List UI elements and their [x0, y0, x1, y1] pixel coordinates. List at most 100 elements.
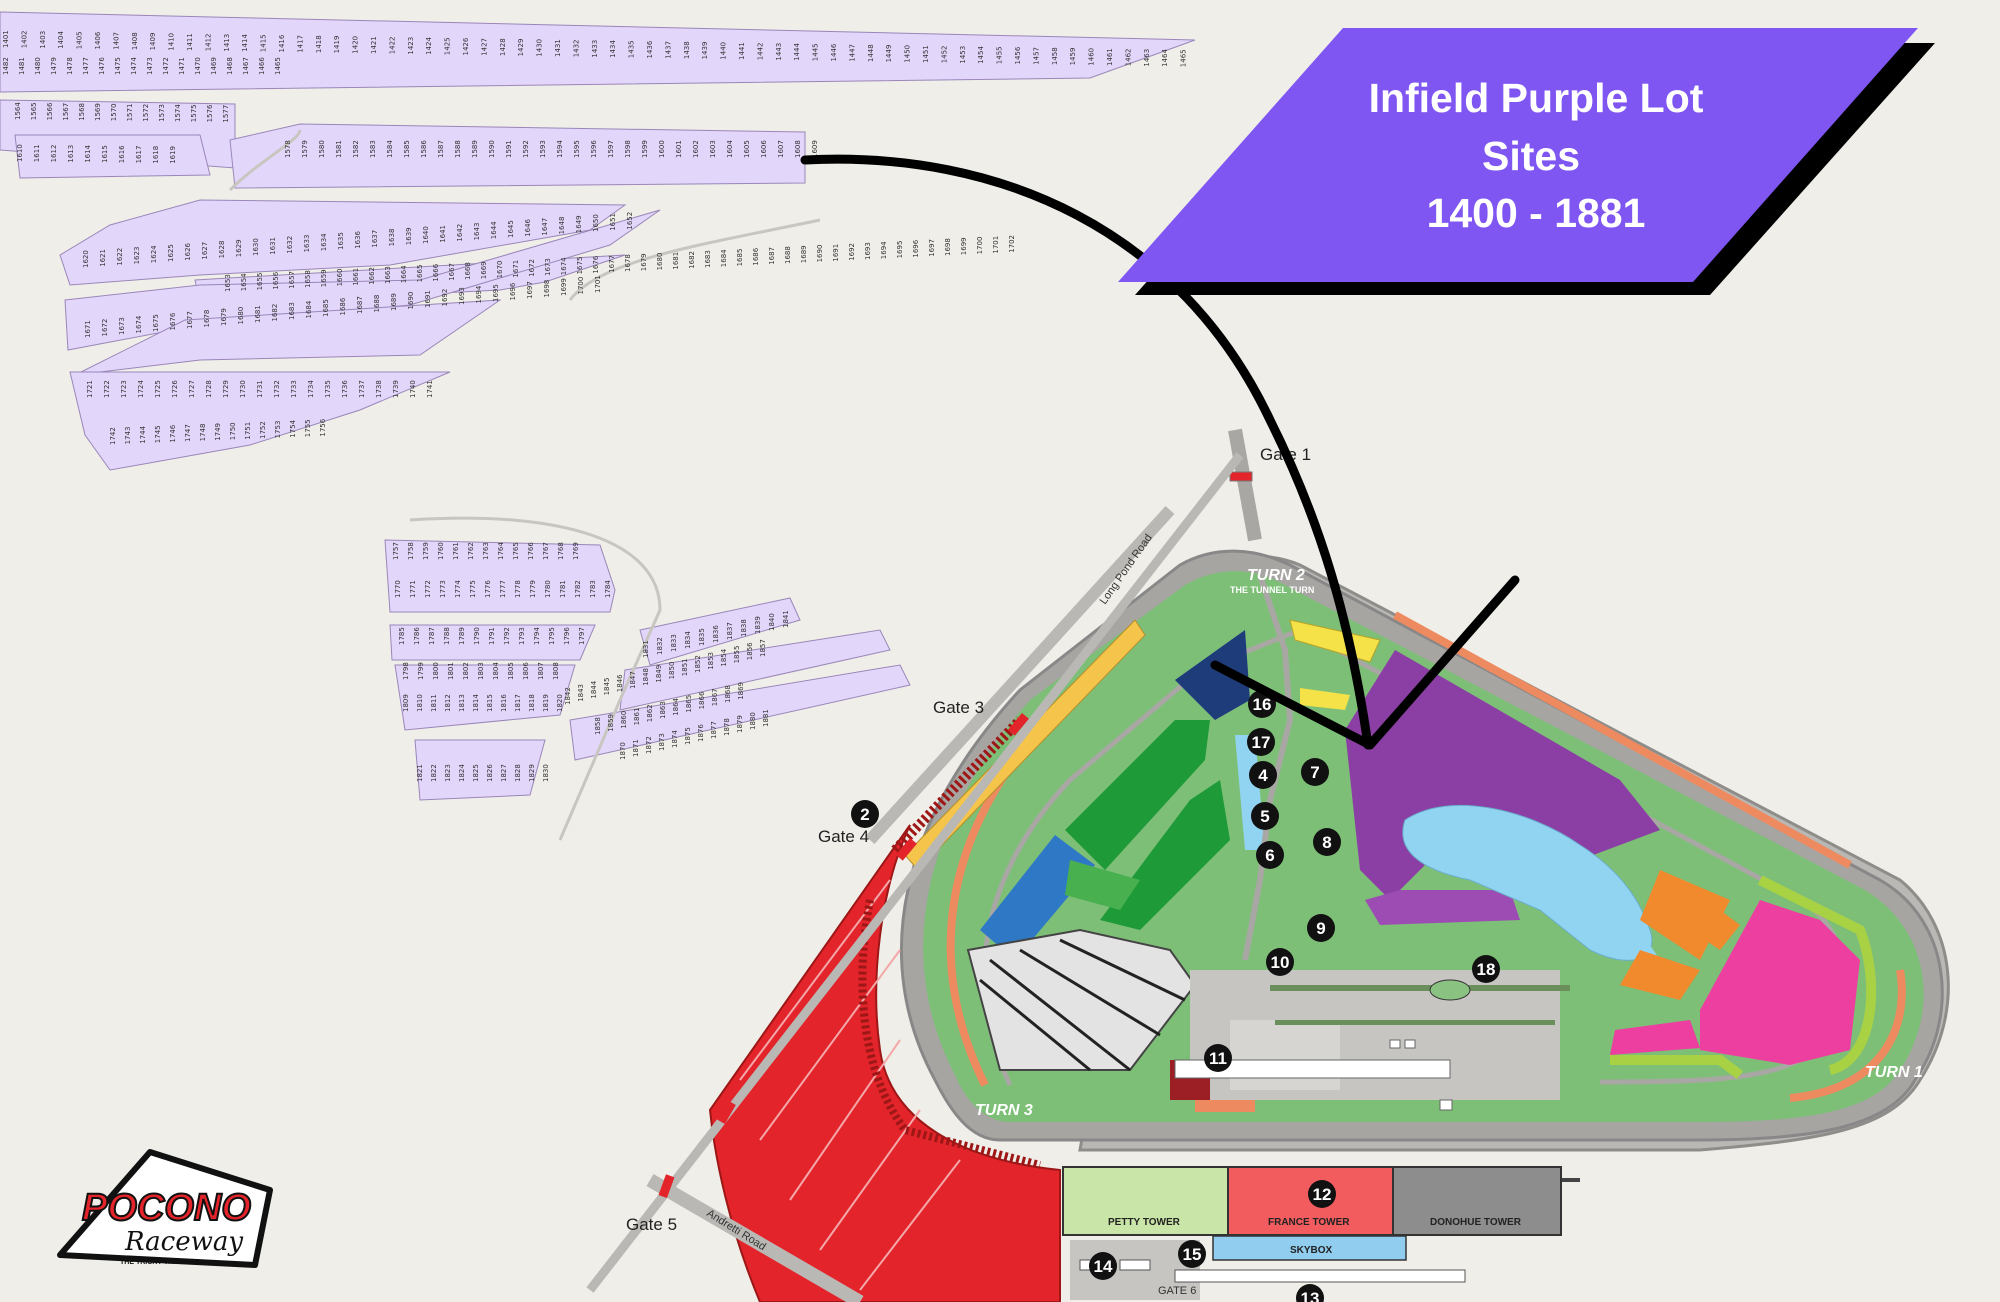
lot-site-number: 1694: [880, 241, 888, 259]
lot-site-number: 1860: [620, 711, 628, 729]
lot-site-number: 1657: [288, 271, 296, 289]
lot-site-number: 1721: [86, 380, 94, 398]
lot-site-number: 1611: [33, 144, 41, 162]
lot-site-number: 1465: [1180, 49, 1188, 67]
lot-site-number: 1604: [726, 140, 734, 158]
marker-number: 14: [1094, 1257, 1113, 1276]
lot-site-number: 1624: [150, 245, 158, 263]
lot-site-number: 1839: [754, 616, 762, 634]
lot-site-number: 1828: [514, 764, 522, 782]
lot-site-number: 1459: [1069, 48, 1077, 66]
lot-site-number: 1641: [439, 225, 447, 243]
lot-site-number: 1873: [658, 733, 666, 751]
lot-site-number: 1724: [137, 380, 145, 398]
lot-site-number: 1686: [339, 297, 347, 315]
lot-site-number: 1442: [756, 42, 764, 60]
marker-number: 11: [1209, 1049, 1227, 1068]
lot-site-number: 1816: [500, 694, 508, 712]
lot-site-number: 1870: [619, 742, 627, 760]
lot-site-number: 1779: [529, 580, 537, 598]
lot-site-number: 1758: [407, 542, 415, 560]
lot-site-number: 1601: [675, 140, 683, 158]
lot-site-number: 1681: [672, 252, 680, 270]
logo-script: Raceway: [124, 1227, 243, 1257]
lot-site-number: 1419: [333, 36, 341, 54]
marker-number: 15: [1183, 1245, 1202, 1264]
marker-number: 17: [1252, 733, 1271, 752]
lot-site-number: 1591: [505, 140, 513, 158]
lot-site-number: 1462: [1124, 48, 1132, 66]
donohue-tower-label: DONOHUE TOWER: [1430, 1217, 1522, 1228]
lot-site-number: 1586: [420, 140, 428, 158]
lot-site-number: 1878: [723, 718, 731, 736]
lot-site-number: 1768: [557, 542, 565, 560]
lot-site-number: 1677: [186, 311, 194, 329]
lot-site-number: 1771: [409, 580, 417, 598]
lot-site-number: 1671: [84, 320, 92, 338]
lot-site-number: 1460: [1088, 48, 1096, 66]
lot-site-number: 1731: [256, 380, 264, 398]
marker-circle: [1296, 1284, 1324, 1302]
lot-site-number: 1682: [271, 304, 279, 322]
turn-2-label: TURN 2: [1247, 567, 1305, 584]
lot-site-number: 1763: [482, 542, 490, 560]
lot-site-number: 1819: [542, 694, 550, 712]
lot-site-number: 1782: [574, 580, 582, 598]
logo-brand: POCONO: [82, 1187, 251, 1229]
marker-number: 12: [1313, 1185, 1332, 1204]
marker-circle: [1178, 1240, 1206, 1268]
lot-site-number: 1431: [554, 39, 562, 57]
lot-site-number: 1580: [318, 140, 326, 158]
lot-site-number: 1608: [794, 140, 802, 158]
lot-site-number: 1820: [556, 694, 564, 712]
lot-site-number: 1632: [286, 236, 294, 254]
lot-site-number: 1661: [352, 268, 360, 286]
lot-site-number: 1613: [67, 145, 75, 163]
lot-site-number: 1412: [204, 33, 212, 51]
lot-site-number: 1672: [101, 319, 109, 337]
lot-site-number: 1772: [424, 580, 432, 598]
lot-site-number: 1781: [559, 580, 567, 598]
lot-row-7: [64, 209, 661, 351]
lot-site-number: 1469: [210, 57, 218, 75]
lot-site-number: 1856: [746, 642, 754, 660]
lot-site-number: 1685: [322, 299, 330, 317]
lot-site-number: 1766: [527, 542, 535, 560]
turn-3-label: TURN 3: [975, 1102, 1033, 1119]
banner-range: 1400 - 1881: [1427, 190, 1646, 236]
lot-site-number: 1784: [604, 580, 612, 598]
lot-site-number: 1416: [278, 34, 286, 52]
lot-site-number: 1454: [977, 46, 985, 64]
lot-site-number: 1770: [394, 580, 402, 598]
lot-site-number: 1623: [133, 247, 141, 265]
lot-site-number: 1866: [698, 691, 706, 709]
lot-site-number: 1780: [544, 580, 552, 598]
lot-site-number: 1629: [235, 239, 243, 257]
lot-site-number: 1846: [616, 674, 624, 692]
lot-site-number: 1729: [222, 380, 230, 398]
lot-site-number: 1428: [499, 38, 507, 56]
lot-site-number: 1744: [139, 425, 147, 443]
lot-site-number: 1584: [386, 140, 394, 158]
lot-site-number: 1809: [402, 694, 410, 712]
lot-site-number: 1417: [296, 35, 304, 53]
marker-7: 7: [1301, 758, 1329, 786]
lot-site-number: 1833: [670, 634, 678, 652]
banner-title: Infield Purple Lot: [1369, 75, 1704, 121]
lot-site-number: 1664: [400, 265, 408, 283]
marker-circle: [1256, 841, 1284, 869]
lot-site-number: 1858: [594, 717, 602, 735]
lot-site-number: 1576: [206, 104, 214, 122]
lot-site-number: 1855: [733, 646, 741, 664]
lot-site-number: 1812: [444, 694, 452, 712]
lot-site-number: 1633: [303, 235, 311, 253]
lot-site-number: 1642: [456, 224, 464, 242]
lot-site-number: 1414: [241, 34, 249, 52]
lot-site-number: 1698: [944, 238, 952, 256]
lot-site-number: 1456: [1014, 46, 1022, 64]
lot-site-number: 1574: [174, 104, 182, 122]
pointer-arrow: [800, 154, 1520, 750]
lot-site-number: 1479: [50, 57, 58, 75]
lot-site-number: 1426: [462, 37, 470, 55]
lot-site-number: 1695: [492, 284, 500, 302]
